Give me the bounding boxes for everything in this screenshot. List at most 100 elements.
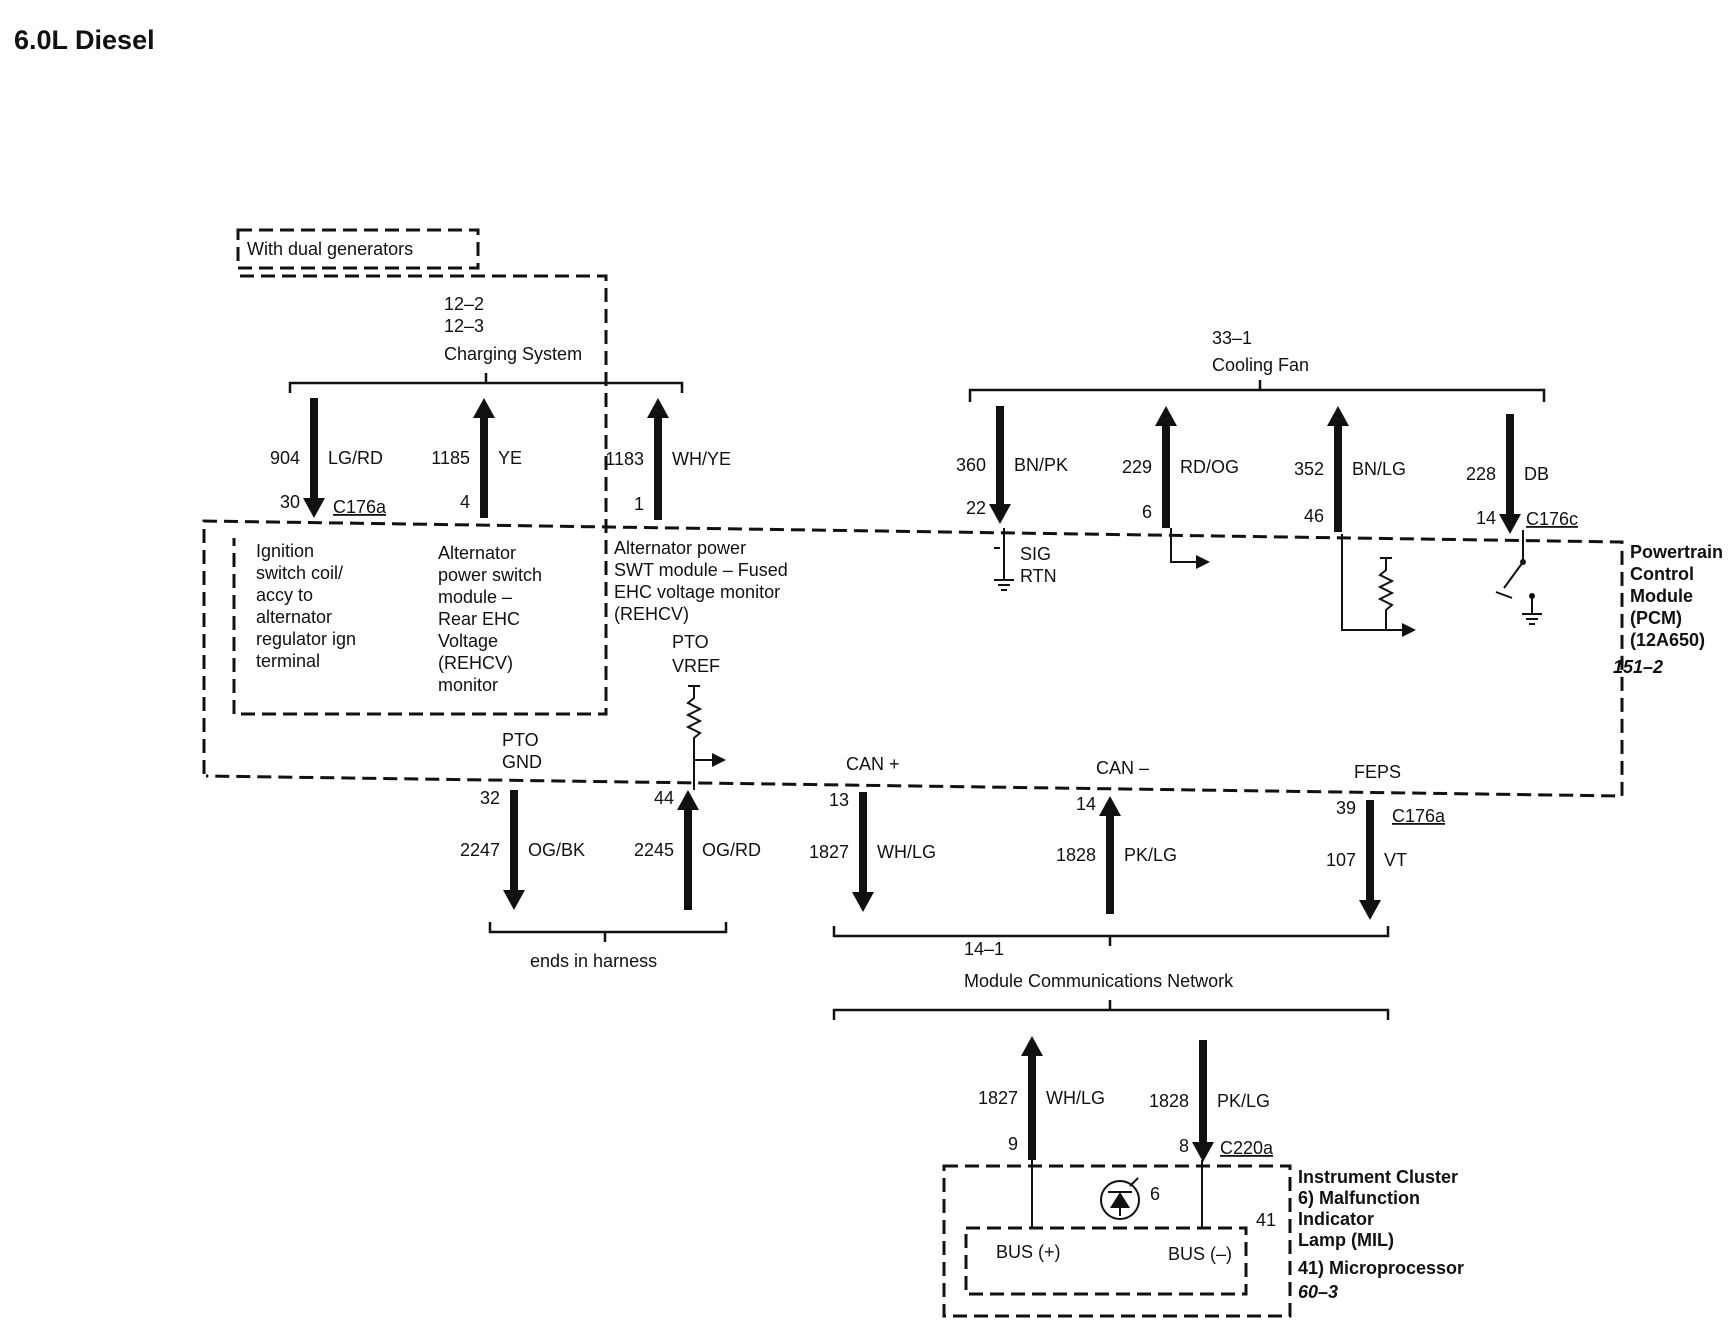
cooling-fan-group: 33–1 Cooling Fan (968, 328, 1546, 402)
wire-arrowhead (1359, 900, 1381, 920)
pcm-label-line: Control (1630, 564, 1694, 584)
wire-color: LG/RD (328, 448, 383, 468)
pcm-label-line: (12A650) (1630, 630, 1705, 650)
wire-circuit: 360 (956, 455, 986, 475)
wire-arrowhead (852, 892, 874, 912)
resistor-icon (1341, 534, 1416, 637)
wire-circuit: 107 (1326, 850, 1356, 870)
cluster-label-line: 6) Malfunction (1298, 1188, 1420, 1208)
wire-circuit: 1828 (1149, 1091, 1189, 1111)
description-line: power switch (438, 565, 542, 585)
wire-pin: 8 (1179, 1136, 1189, 1156)
wire-pin: 6 (1142, 502, 1152, 522)
description-line: accy to (256, 585, 313, 605)
wire-pin: 1 (634, 494, 644, 514)
connector-c176c: C176c (1526, 509, 1578, 529)
charging-system-group: 12–2 12–3 Charging System (288, 294, 684, 393)
network-ref: 14–1 (964, 939, 1004, 959)
description-line: SWT module – Fused (614, 560, 788, 580)
wire-1183: 1183 WH/YE 1 (605, 398, 731, 520)
pto-label: PTO (502, 730, 539, 750)
page-title: 6.0L Diesel (14, 25, 155, 55)
feps-label: FEPS (1354, 762, 1401, 782)
charging-ref: 12–3 (444, 316, 484, 336)
bus-minus-label: BUS (–) (1168, 1244, 1232, 1264)
wire-color: WH/LG (877, 842, 936, 862)
alternator-switch-description: Alternator power switch module – Rear EH… (438, 543, 542, 695)
pto-gnd-label: PTO GND (502, 730, 542, 772)
wire-pin: 44 (654, 788, 674, 808)
wire-arrowhead (1099, 796, 1121, 816)
wire-color: WH/LG (1046, 1088, 1105, 1108)
wire-pin: 9 (1008, 1134, 1018, 1154)
wire-circuit: 1828 (1056, 845, 1096, 865)
wire-arrowhead (503, 890, 525, 910)
description-line: Alternator power (614, 538, 746, 558)
wire-352: 352 BN/LG 46 (1294, 406, 1406, 532)
wire-pin: 4 (460, 492, 470, 512)
description-line: module – (438, 587, 512, 607)
wire-1828-cluster: 1828 PK/LG 8 (1149, 1040, 1270, 1162)
network-label: Module Communications Network (964, 971, 1234, 991)
dual-generators-box (236, 228, 480, 270)
wire-color: OG/BK (528, 840, 585, 860)
vref-label: VREF (672, 656, 720, 676)
connector-c220a: C220a (1220, 1138, 1274, 1158)
wire-228: 228 DB 14 (1466, 414, 1549, 534)
description-line: terminal (256, 651, 320, 671)
wire-color: PK/LG (1217, 1091, 1270, 1111)
cooling-fan-label: Cooling Fan (1212, 355, 1309, 375)
wire-arrowhead (1499, 514, 1521, 534)
sig-rtn-label: SIG RTN (1020, 544, 1057, 586)
instrument-cluster-label: Instrument Cluster 6) Malfunction Indica… (1298, 1167, 1464, 1302)
rtn-label: RTN (1020, 566, 1057, 586)
wire-arrowhead (989, 504, 1011, 524)
signal-return-ground-icon (994, 528, 1014, 591)
wire-pin: 32 (480, 788, 500, 808)
wire-arrowhead (1021, 1036, 1043, 1056)
description-line: switch coil/ (256, 563, 343, 583)
alternator-power-description: Alternator power SWT module – Fused EHC … (614, 538, 788, 624)
description-line: Rear EHC (438, 609, 520, 629)
sig-label: SIG (1020, 544, 1051, 564)
description-line: monitor (438, 675, 498, 695)
wire-arrowhead (1192, 1142, 1214, 1162)
wire-color: DB (1524, 464, 1549, 484)
wire-1827-cluster: 1827 WH/LG 9 (978, 1036, 1105, 1160)
wire-color: OG/RD (702, 840, 761, 860)
wire-arrowhead (1155, 406, 1177, 426)
description-line: (REHCV) (438, 653, 513, 673)
connector-c176a-bottom: C176a (1392, 806, 1446, 826)
charging-system-label: Charging System (444, 344, 582, 364)
wire-pin: 14 (1476, 508, 1496, 528)
wire-circuit: 2245 (634, 840, 674, 860)
description-line: Ignition (256, 541, 314, 561)
wire-pin: 22 (966, 498, 986, 518)
wire-2247: 2247 OG/BK 32 (460, 788, 585, 910)
pto-label: PTO (672, 632, 709, 652)
wire-pin: 13 (829, 790, 849, 810)
switch-icon (1495, 530, 1542, 625)
cooling-ref: 33–1 (1212, 328, 1252, 348)
microprocessor-box (964, 1226, 1248, 1296)
wire-arrowhead (647, 398, 669, 418)
wire-pin: 30 (280, 492, 300, 512)
wire-circuit: 904 (270, 448, 300, 468)
wire-1185: 1185 YE 4 (431, 398, 522, 518)
description-line: regulator ign (256, 629, 356, 649)
pcm-page-ref: 151–2 (1613, 657, 1663, 677)
wire-1828-pcm: 1828 PK/LG 14 (1056, 794, 1177, 914)
wire-circuit: 1827 (978, 1088, 1018, 1108)
pcm-label-line: Module (1630, 586, 1693, 606)
pcm-label-line: Powertrain (1630, 542, 1723, 562)
wire-color: WH/YE (672, 449, 731, 469)
wire-904: 904 LG/RD 30 (270, 398, 383, 518)
network-group: 14–1 Module Communications Network (832, 926, 1390, 1020)
microprocessor-index-label: 41 (1256, 1210, 1276, 1230)
wire-1827-pcm: 1827 WH/LG 13 (809, 790, 936, 912)
wire-107: 107 VT 39 (1326, 798, 1407, 920)
pto-vref-label: PTO VREF (672, 632, 720, 676)
wire-pin: 39 (1336, 798, 1356, 818)
description-line: Alternator (438, 543, 516, 563)
